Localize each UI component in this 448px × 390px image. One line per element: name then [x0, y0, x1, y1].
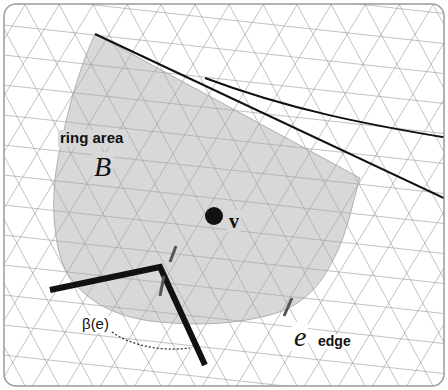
mesh-line — [222, 4, 444, 386]
mesh-line — [4, 4, 176, 386]
mesh-line — [4, 232, 444, 286]
mesh-line — [352, 4, 444, 386]
angle-bracket — [50, 267, 205, 365]
mesh-line — [358, 4, 444, 386]
mesh-line — [256, 4, 444, 386]
mesh-line — [4, 82, 444, 136]
mesh-line — [4, 4, 208, 386]
angle-label: β(e) — [80, 316, 111, 333]
mesh-line — [4, 4, 444, 16]
mesh-line — [86, 4, 346, 386]
triangle-mesh — [4, 4, 444, 386]
boundary-curve — [205, 78, 444, 138]
mesh-line — [4, 142, 444, 196]
mesh-line — [154, 4, 414, 386]
mesh-line — [4, 352, 444, 386]
mesh-line — [4, 262, 444, 316]
edge-label: edge — [316, 334, 353, 349]
mesh-line — [4, 172, 444, 226]
edge-stroke — [284, 298, 292, 316]
mesh-line — [18, 4, 278, 386]
mesh-line — [52, 4, 312, 386]
frame-ground — [4, 4, 444, 386]
mesh-line — [4, 202, 444, 256]
region-label: ring area — [58, 130, 125, 147]
mesh-line — [4, 4, 142, 386]
mesh-line — [318, 4, 444, 386]
mesh-line — [4, 52, 444, 106]
mesh-line — [4, 4, 72, 386]
mesh-line — [4, 4, 174, 386]
angle-arc — [112, 332, 190, 349]
region-symbol: B — [92, 152, 113, 183]
mesh-line — [4, 112, 444, 166]
vertex-dot — [205, 207, 223, 225]
mesh-line — [188, 4, 444, 386]
edge-stroke — [170, 246, 176, 262]
mesh-line — [4, 4, 140, 386]
frame-border — [4, 4, 444, 386]
mesh-line — [4, 4, 210, 386]
mesh-line — [4, 4, 40, 386]
edge-stroke — [160, 276, 164, 296]
vertex-label: v — [227, 210, 241, 232]
boundary-line — [95, 34, 444, 200]
mesh-line — [250, 4, 444, 386]
mesh-line — [4, 322, 444, 376]
mesh-line — [4, 4, 74, 386]
mesh-line — [420, 4, 444, 386]
edge-symbol: e — [292, 322, 308, 353]
mesh-line — [4, 22, 444, 76]
mesh-line — [4, 292, 444, 346]
mesh-line — [324, 4, 444, 386]
mesh-line — [120, 4, 380, 386]
mesh-line — [290, 4, 444, 386]
mesh-line — [4, 4, 244, 386]
